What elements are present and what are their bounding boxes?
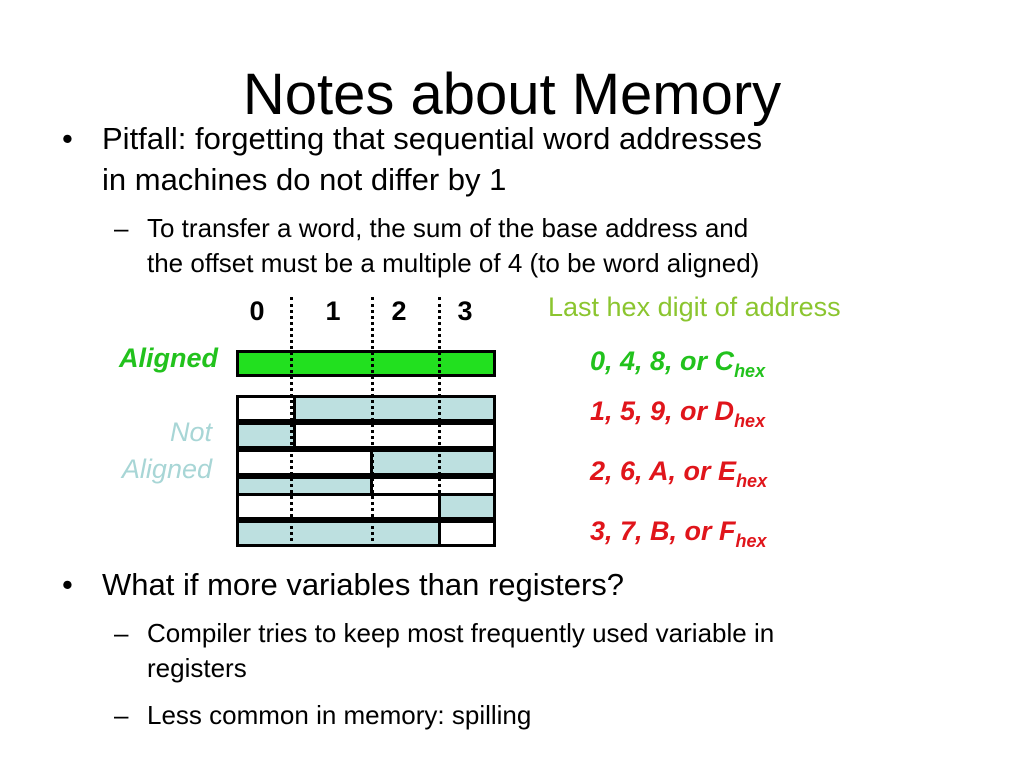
bullet-more-variables: • What if more variables than registers?	[62, 564, 982, 605]
bullet-text-line1: Pitfall: forgetting that sequential word…	[102, 121, 762, 156]
hex-row-subscript: hex	[736, 471, 768, 491]
hex-row-offset3: 3, 7, B, or Fhex	[590, 516, 767, 552]
byte-divider-line	[438, 297, 441, 547]
empty-cell	[438, 520, 496, 547]
column-header-2: 2	[391, 296, 407, 326]
slide-title: Notes about Memory	[242, 62, 782, 127]
empty-cell	[293, 422, 496, 449]
sub-bullet-compiler: – Compiler tries to keep most frequently…	[114, 616, 994, 686]
aligned-word-box	[236, 350, 496, 377]
sub-bullet-line1: To transfer a word, the sum of the base …	[147, 213, 749, 243]
misaligned-word-part	[438, 493, 496, 520]
bullet-dot: •	[62, 121, 73, 156]
byte-divider-line	[371, 297, 374, 547]
empty-cell	[236, 395, 296, 422]
hex-row-subscript: hex	[734, 411, 766, 431]
empty-cell	[236, 449, 373, 476]
sub-bullet-word-transfer: – To transfer a word, the sum of the bas…	[114, 211, 994, 281]
sub-bullet-line2: registers	[147, 653, 247, 683]
column-header-1: 1	[325, 296, 341, 326]
misaligned-word-part	[236, 422, 296, 449]
hex-row-subscript: hex	[735, 531, 767, 551]
hex-row-text: 2, 6, A, or E	[590, 456, 737, 486]
bullet-pitfall: • Pitfall: forgetting that sequential wo…	[62, 118, 982, 200]
hex-row-subscript: hex	[734, 361, 766, 381]
byte-divider-line	[290, 297, 293, 547]
sub-bullet-dash: –	[114, 618, 129, 648]
misaligned-word-part	[236, 520, 441, 547]
bullet-dot: •	[62, 567, 73, 602]
sub-bullet-dash: –	[114, 700, 129, 730]
hex-row-text: 3, 7, B, or F	[590, 516, 736, 546]
misaligned-word-part	[293, 395, 496, 422]
sub-bullet-dash: –	[114, 213, 129, 243]
not-aligned-label-line1: Not	[169, 417, 212, 447]
not-aligned-label-line2: Aligned	[121, 454, 212, 484]
hex-row-offset1: 1, 5, 9, or Dhex	[590, 396, 765, 432]
aligned-label: Aligned	[119, 343, 218, 373]
bullet-text: What if more variables than registers?	[102, 567, 625, 602]
column-header-3: 3	[457, 296, 473, 326]
bullet-text-line2: in machines do not differ by 1	[102, 162, 507, 197]
column-header-0: 0	[249, 296, 265, 326]
not-aligned-label: Not Aligned	[60, 414, 212, 488]
hex-row-text: 1, 5, 9, or D	[590, 396, 735, 426]
sub-bullet-line2: the offset must be a multiple of 4 (to b…	[147, 248, 760, 278]
sub-bullet-line1: Compiler tries to keep most frequently u…	[147, 618, 775, 648]
empty-cell	[236, 493, 441, 520]
misaligned-word-part	[370, 449, 496, 476]
sub-bullet-line1: Less common in memory: spilling	[147, 700, 532, 730]
hex-row-text: 0, 4, 8, or C	[590, 346, 735, 376]
hex-digit-header: Last hex digit of address	[548, 292, 841, 322]
sub-bullet-spilling: – Less common in memory: spilling	[114, 698, 994, 733]
hex-row-aligned: 0, 4, 8, or Chex	[590, 346, 765, 382]
hex-row-offset2: 2, 6, A, or Ehex	[590, 456, 767, 492]
